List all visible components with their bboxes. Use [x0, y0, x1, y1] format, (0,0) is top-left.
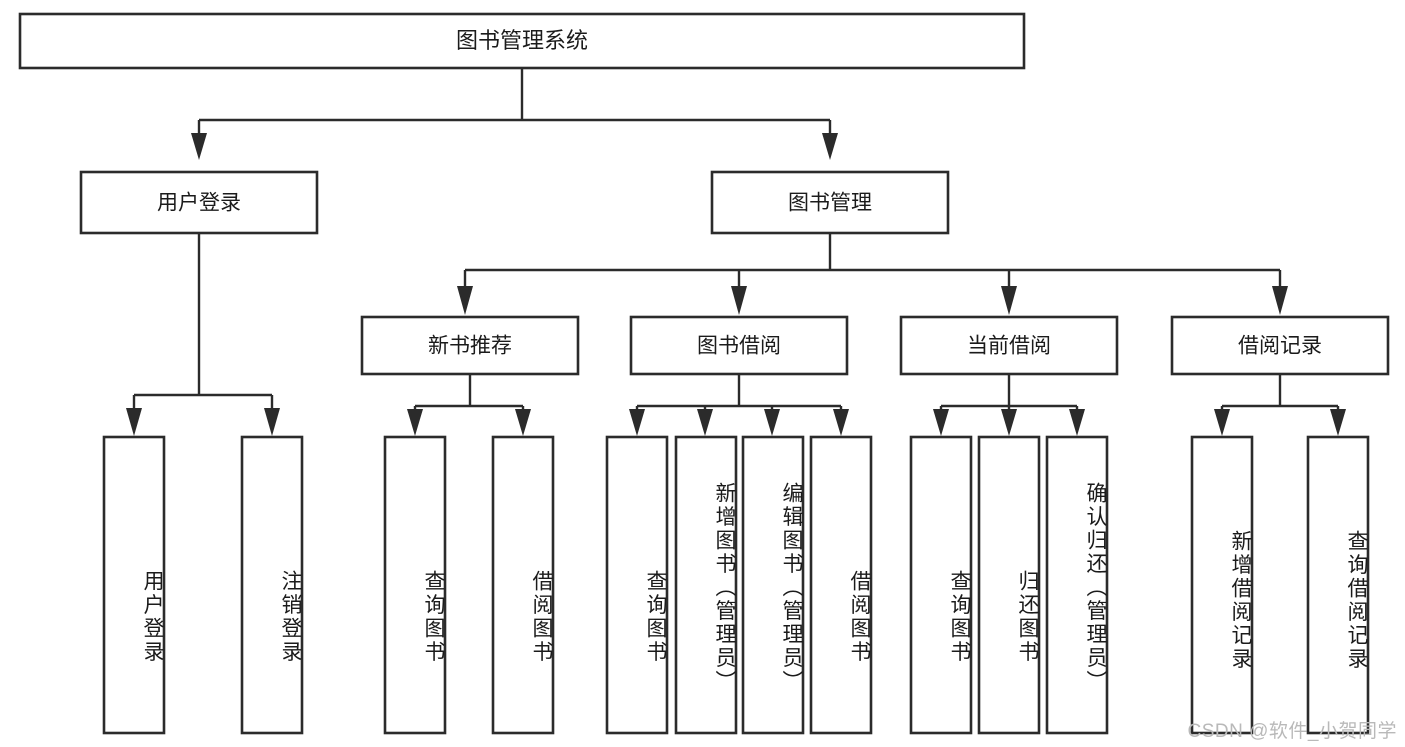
connector-currentborrow-to-leaves — [933, 374, 1085, 436]
current-borrow-label: 当前借阅 — [967, 335, 1051, 358]
node-new-book-recommend[interactable]: 新书推荐 — [360, 315, 580, 376]
node-root[interactable]: 图书管理系统 — [18, 12, 1026, 70]
leaf-box-query-record[interactable] — [1306, 435, 1370, 735]
connector-newbook-to-leaves — [407, 374, 531, 436]
book-borrow-label: 图书借阅 — [697, 335, 781, 358]
leaf-box-logout[interactable] — [240, 435, 304, 735]
leaf-box-return-book[interactable] — [977, 435, 1041, 735]
leaf-box-query-book-2[interactable] — [605, 435, 669, 735]
leaf-box-query-book-3[interactable] — [909, 435, 973, 735]
leaf-box-add-record[interactable] — [1190, 435, 1254, 735]
arrow-leaf-borrow-book-1 — [515, 409, 531, 436]
arrow-leaf-add-record — [1214, 409, 1230, 436]
leaf-box-confirm-return[interactable] — [1045, 435, 1109, 735]
arrow-leaf-edit-book — [764, 409, 780, 436]
book-manage-label: 图书管理 — [788, 192, 872, 215]
arrow-leaf-query-record — [1330, 409, 1346, 436]
arrow-to-new-book — [457, 286, 473, 315]
watermark-text: CSDN @软件_小贺同学 — [1187, 721, 1397, 742]
arrow-to-book-manage — [822, 133, 838, 160]
leaf-box-edit-book[interactable] — [741, 435, 805, 735]
connector-userlogin-to-leaves — [126, 233, 280, 436]
leaf-boxes-borrow-record — [1190, 435, 1370, 735]
leaf-boxes-new-book — [383, 435, 555, 735]
leaf-box-borrow-book-2[interactable] — [809, 435, 873, 735]
new-book-recommend-label: 新书推荐 — [428, 335, 512, 358]
leaf-box-borrow-book-1[interactable] — [491, 435, 555, 735]
leaf-boxes-book-borrow — [605, 435, 873, 735]
current-borrow-box — [899, 315, 1119, 376]
arrow-leaf-user-login — [126, 408, 142, 436]
root-box — [18, 12, 1026, 70]
arrow-leaf-logout — [264, 408, 280, 436]
arrow-leaf-query-book-2 — [629, 409, 645, 436]
arrow-leaf-add-book — [697, 409, 713, 436]
arrow-to-book-borrow — [731, 286, 747, 315]
node-user-login[interactable]: 用户登录 — [79, 170, 319, 235]
connector-bookborrow-to-leaves — [629, 374, 849, 436]
leaf-boxes-user-login — [102, 435, 304, 735]
arrow-to-user-login — [191, 133, 207, 160]
leaf-boxes-current-borrow — [909, 435, 1109, 735]
user-login-box — [79, 170, 319, 235]
arrow-leaf-query-book-3 — [933, 409, 949, 436]
arrow-leaf-confirm-return — [1069, 409, 1085, 436]
connector-root-to-level2 — [191, 68, 838, 160]
leaf-box-add-book[interactable] — [674, 435, 738, 735]
arrow-leaf-query-book-1 — [407, 409, 423, 436]
arrow-to-borrow-record — [1272, 286, 1288, 315]
arrow-to-current-borrow — [1001, 286, 1017, 315]
borrow-record-label: 借阅记录 — [1238, 335, 1322, 358]
user-login-label: 用户登录 — [157, 192, 241, 215]
connector-borrowrecord-to-leaves — [1214, 374, 1346, 436]
new-book-recommend-box — [360, 315, 580, 376]
arrow-leaf-borrow-book-2 — [833, 409, 849, 436]
node-current-borrow[interactable]: 当前借阅 — [899, 315, 1119, 376]
node-book-borrow[interactable]: 图书借阅 — [629, 315, 849, 376]
connector-bookmanage-to-level3 — [457, 233, 1288, 315]
node-book-manage[interactable]: 图书管理 — [710, 170, 950, 235]
root-label: 图书管理系统 — [456, 28, 588, 53]
node-borrow-record[interactable]: 借阅记录 — [1170, 315, 1390, 376]
arrow-leaf-return-book — [1001, 409, 1017, 436]
leaf-box-query-book-1[interactable] — [383, 435, 447, 735]
leaf-box-user-login[interactable] — [102, 435, 166, 735]
